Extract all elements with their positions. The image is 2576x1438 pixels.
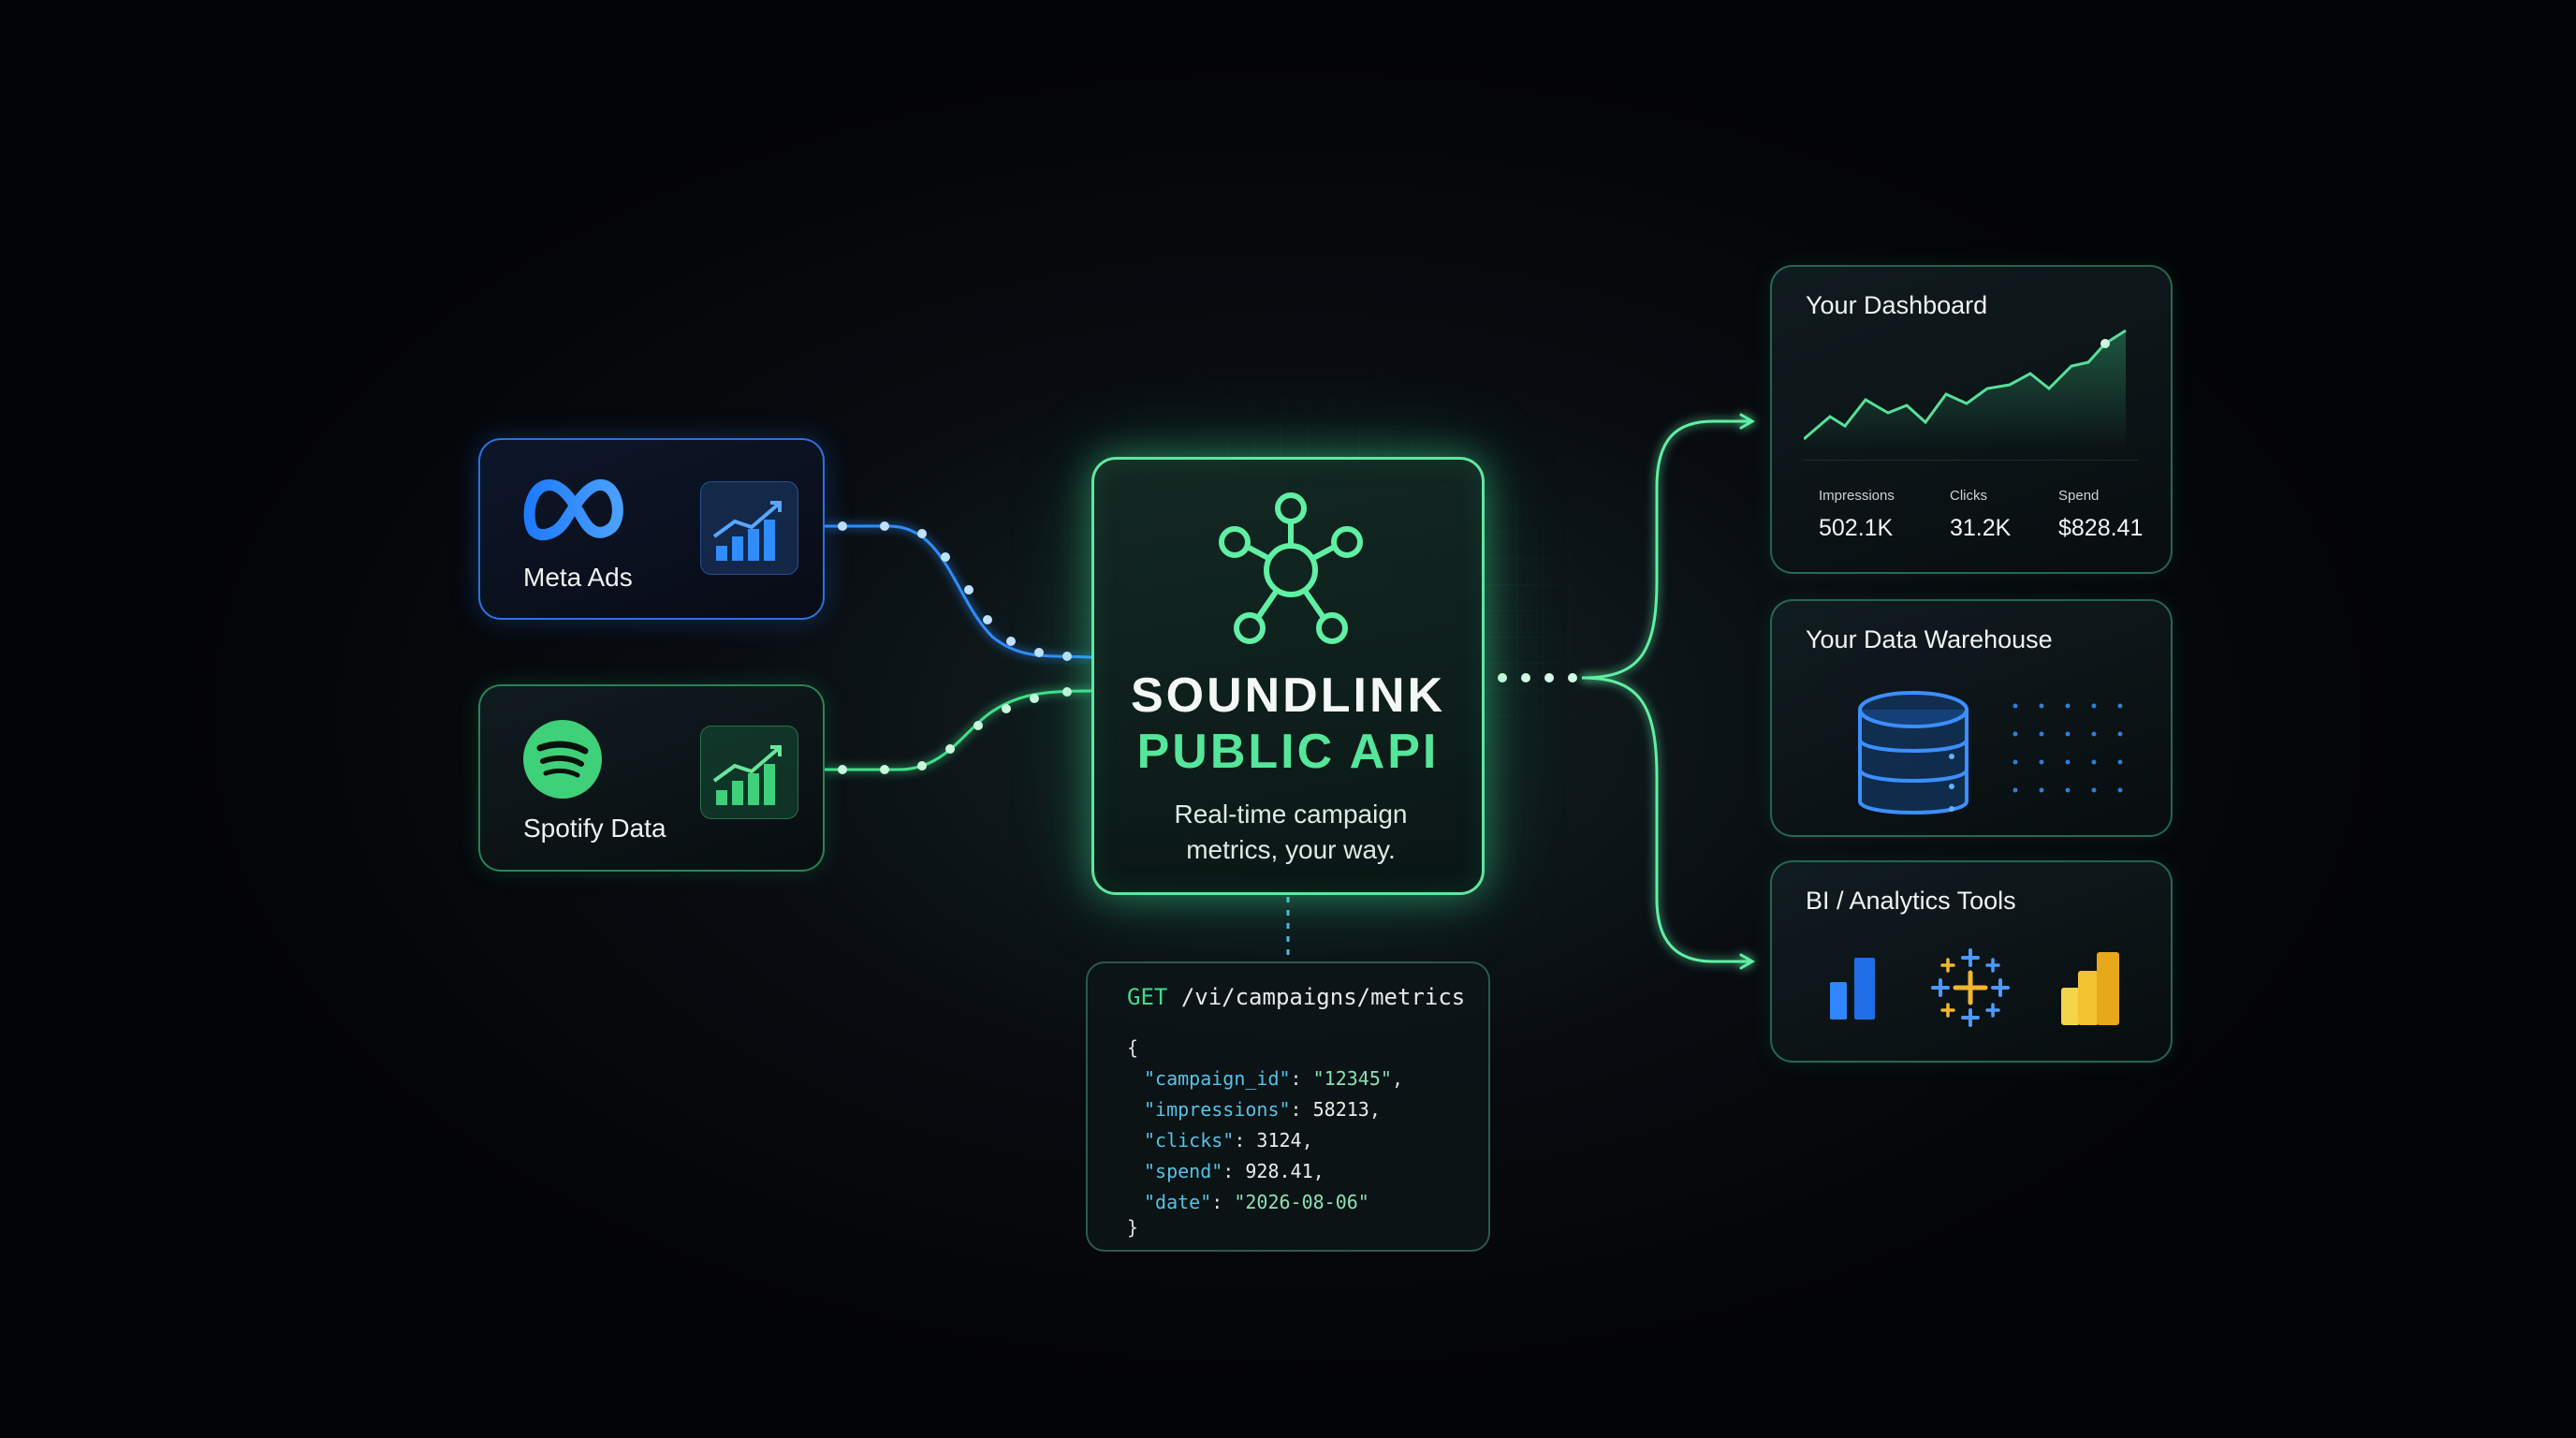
your-dashboard-card[interactable]: Your Dashboard Impressions 502.1K Clicks…	[1770, 265, 2173, 574]
code-field-value: 3124	[1256, 1129, 1302, 1152]
api-code-sample: GET /vi/campaigns/metrics { "campaign_id…	[1086, 961, 1490, 1252]
code-field-key: "date"	[1144, 1191, 1212, 1213]
stat-impressions: Impressions 502.1K	[1819, 488, 1895, 542]
code-field-colon: :	[1234, 1129, 1257, 1152]
stat-clicks-label: Clicks	[1950, 488, 1987, 504]
dashboard-arrow	[1581, 413, 1755, 680]
spotify-bar-chart-trend-icon	[700, 726, 798, 819]
soundlink-api-card[interactable]: SOUNDLINK PUBLIC API Real-time campaign …	[1091, 457, 1485, 895]
code-field-line: "spend": 928.41,	[1144, 1160, 1325, 1182]
api-subtitle: PUBLIC API	[1136, 725, 1440, 779]
stat-spend: Spend $828.41	[2058, 488, 2143, 542]
code-field-separator: ,	[1312, 1160, 1325, 1182]
code-field-separator: ,	[1301, 1129, 1313, 1152]
code-field-value: 928.41	[1245, 1160, 1313, 1182]
stat-clicks: Clicks 31.2K	[1950, 488, 2011, 542]
code-field-separator: ,	[1391, 1067, 1403, 1090]
bar-chart-tool-icon	[1830, 958, 1875, 1020]
meta-ads-card[interactable]: Meta Ads	[478, 438, 825, 620]
code-field-value: "12345"	[1312, 1067, 1392, 1090]
data-dots-icon	[2012, 703, 2123, 793]
bi-analytics-card[interactable]: BI / Analytics Tools	[1770, 860, 2173, 1063]
stat-clicks-value: 31.2K	[1950, 515, 2012, 541]
data-warehouse-card[interactable]: Your Data Warehouse	[1770, 599, 2173, 837]
tableau-cross-icon	[1931, 948, 2010, 1027]
stat-spend-label: Spend	[2058, 488, 2100, 504]
warehouse-title: Your Data Warehouse	[1806, 625, 2053, 653]
dashboard-divider	[1804, 460, 2139, 461]
code-field-colon: :	[1290, 1098, 1313, 1121]
code-field-separator: ,	[1368, 1098, 1381, 1121]
spotify-connection-line	[825, 689, 1092, 771]
code-field-value: 58213	[1312, 1098, 1369, 1121]
code-field-value: "2026-08-06"	[1234, 1191, 1369, 1213]
meta-ads-label: Meta Ads	[523, 563, 633, 592]
code-open-brace: {	[1127, 1036, 1139, 1059]
code-field-line: "clicks": 3124,	[1144, 1129, 1313, 1152]
bi-title: BI / Analytics Tools	[1806, 887, 2016, 915]
stat-spend-value: $828.41	[2058, 515, 2144, 541]
api-description: Real-time campaign metrics, your way.	[1174, 800, 1408, 864]
code-field-key: "clicks"	[1144, 1129, 1235, 1152]
stat-impressions-value: 502.1K	[1819, 515, 1894, 541]
code-field-key: "impressions"	[1144, 1098, 1291, 1121]
spotify-icon	[523, 720, 602, 799]
spotify-data-label: Spotify Data	[523, 814, 666, 843]
database-icon	[1858, 691, 1969, 814]
code-field-key: "campaign_id"	[1144, 1067, 1291, 1090]
network-hub-icon	[1219, 492, 1363, 644]
stat-impressions-label: Impressions	[1819, 488, 1895, 504]
spotify-connection-dots	[838, 687, 1072, 774]
dashboard-line-chart-icon	[1804, 329, 2127, 450]
meta-connection-dots	[838, 521, 1072, 661]
code-field-line: "campaign_id": "12345",	[1144, 1067, 1403, 1090]
code-path: /vi/campaigns/metrics	[1180, 984, 1466, 1010]
api-title: SOUNDLINK	[1130, 668, 1446, 723]
meta-connection-line	[825, 524, 1092, 659]
api-output-dots	[1498, 673, 1577, 682]
code-field-colon: :	[1290, 1067, 1313, 1090]
dashboard-title: Your Dashboard	[1806, 291, 1988, 319]
code-field-key: "spend"	[1144, 1160, 1223, 1182]
code-request-line: GET /vi/campaigns/metrics	[1127, 984, 1465, 1010]
spotify-data-card[interactable]: Spotify Data	[478, 684, 825, 872]
code-field-line: "impressions": 58213,	[1144, 1098, 1381, 1121]
code-close-brace: }	[1127, 1216, 1139, 1239]
code-method: GET	[1127, 984, 1168, 1010]
power-bi-icon	[2061, 952, 2119, 1025]
code-field-colon: :	[1211, 1191, 1235, 1213]
bi-arrow	[1581, 676, 1755, 970]
code-field-line: "date": "2026-08-06"	[1144, 1191, 1369, 1213]
meta-bar-chart-trend-icon	[700, 481, 798, 575]
meta-infinity-icon	[523, 479, 623, 541]
code-field-colon: :	[1222, 1160, 1246, 1182]
